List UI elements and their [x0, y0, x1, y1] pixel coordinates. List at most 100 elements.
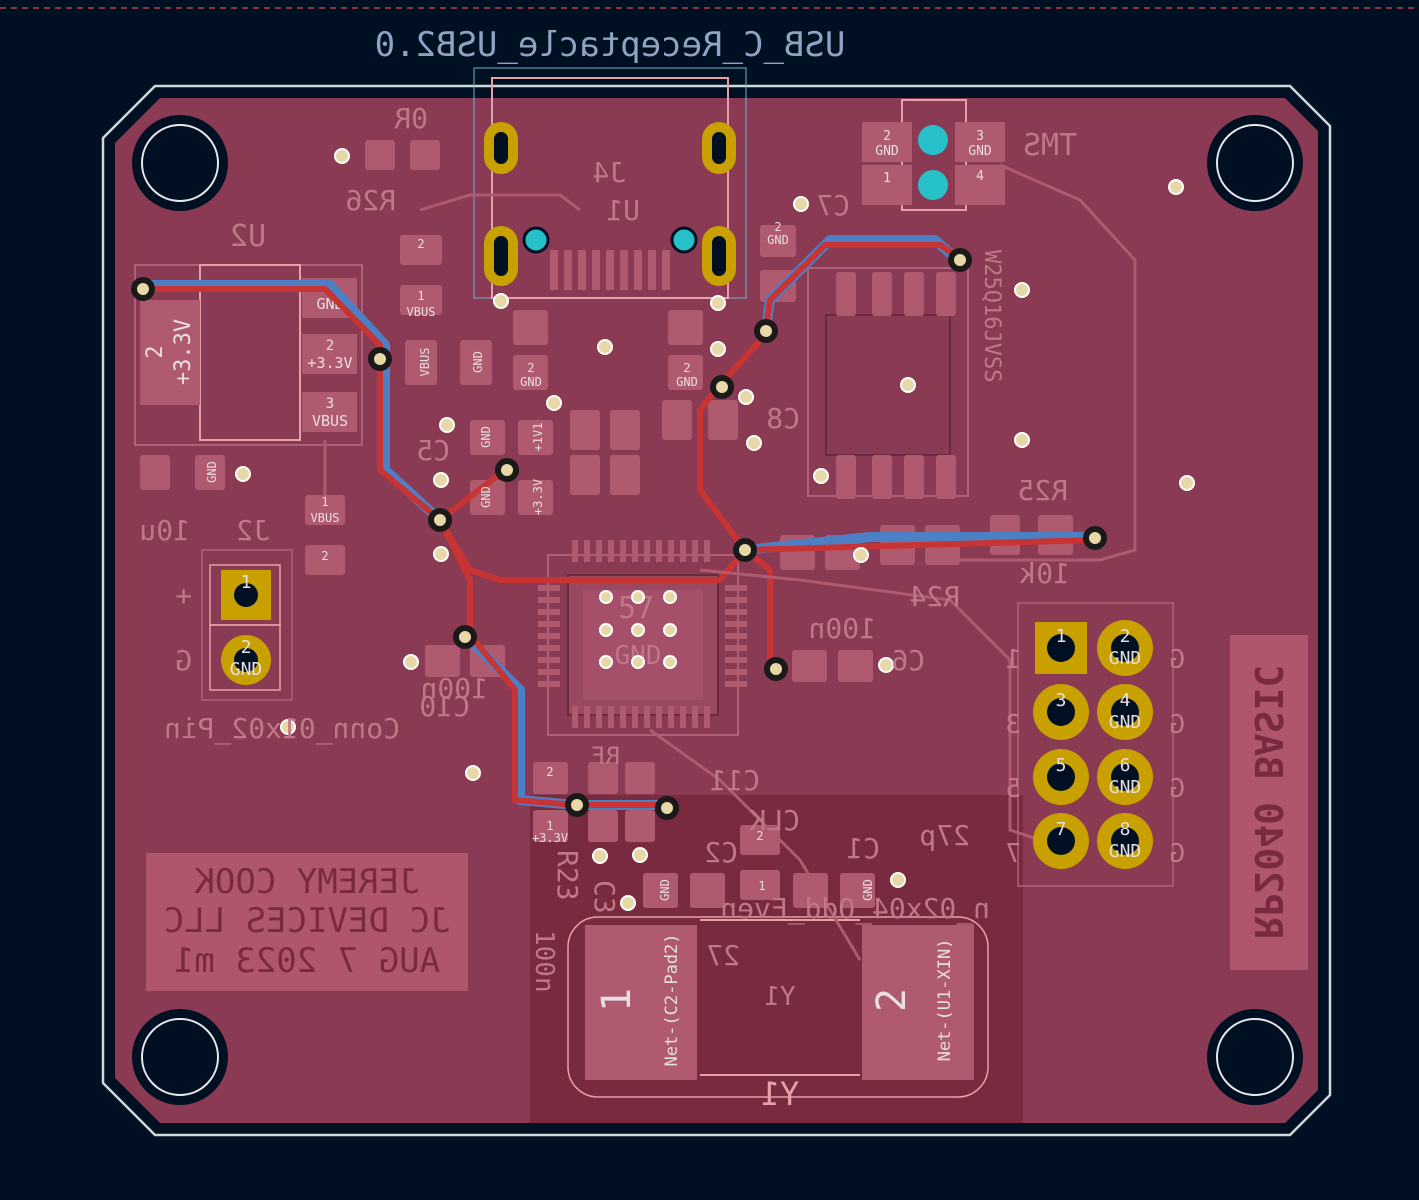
credit-line-2: JC DEVICES LLC [164, 901, 451, 941]
pad-1v1-label: +1V1 [531, 423, 545, 452]
u2-pad-3-num: 3 [326, 396, 334, 412]
svg-text:+: + [175, 579, 192, 612]
j5-pin-6: 6 [1120, 755, 1131, 776]
svg-text:CLK: CLK [749, 804, 800, 837]
u2-label: U2 [230, 219, 266, 254]
swd-pad-3-num: 3 [976, 129, 984, 144]
j5-pin-7: 7 [1056, 819, 1067, 840]
j5-side-g-1: G [1169, 645, 1185, 675]
svg-text:+3.3V: +3.3V [532, 831, 568, 845]
pad-gnd-label-3: GND [479, 486, 493, 508]
flash-chip-value: W25Q16JVSS [979, 250, 1004, 382]
logo-text: RP2040 BASIC [1246, 665, 1290, 940]
j2-pin-2-num: 2 [241, 637, 252, 658]
swd-connector [862, 99, 1005, 211]
j5-side-g-2: G [1169, 710, 1185, 740]
svg-text:U1: U1 [606, 194, 640, 227]
j5-pin-3: 3 [1056, 690, 1067, 711]
logo-box [1230, 635, 1308, 970]
svg-text:VBUS: VBUS [311, 511, 340, 525]
mounting-hole-bottom-left [132, 1009, 228, 1105]
crystal-label: Y1 [761, 1075, 800, 1113]
swd-pad-3-net: GND [968, 144, 992, 159]
svg-text:0R: 0R [394, 102, 428, 135]
u2-pad-2-num: 2 [326, 338, 334, 354]
swd-pad-1-num: 1 [883, 171, 891, 186]
j5-pin-1: 1 [1056, 626, 1067, 647]
credits-box [146, 853, 468, 991]
j5-pin-6-net: GND [1109, 777, 1142, 798]
svg-text:2: 2 [774, 220, 781, 234]
j5-pin-4-net: GND [1109, 712, 1142, 733]
crystal-y1 [567, 916, 989, 1098]
swd-pad-4-num: 4 [976, 169, 984, 184]
j5-side-num-3: 3 [1005, 710, 1021, 740]
pad-gnd-label-2: GND [479, 426, 493, 448]
small-pad-labels: 2 1 VBUS GND 2 GND 2 GND 2 1 VBUS 2 1 +3… [311, 220, 789, 893]
signal-traces [323, 163, 1137, 961]
board-edge-outline [101, 84, 1332, 1137]
pad-gnd-label-5: GND [658, 879, 672, 901]
svg-text:27: 27 [706, 939, 740, 972]
j5-pin-8-net: GND [1109, 841, 1142, 862]
svg-text:J4: J4 [592, 156, 626, 189]
swd-pad-2-num: 2 [883, 129, 891, 144]
swd-pad-2-net: GND [875, 144, 899, 159]
front-copper-tracks [140, 242, 1098, 808]
svg-text:C5: C5 [416, 434, 450, 467]
svg-text:10u: 10u [139, 514, 190, 547]
c3-label: C3 [588, 880, 621, 914]
pad-gnd-label-6: GND [861, 879, 875, 901]
u2-pad-2-net: +3.3V [307, 354, 352, 372]
crystal-pad-1-net: Net-(C2-Pad2) [662, 933, 682, 1066]
svg-text:1: 1 [417, 289, 424, 303]
svg-text:GND: GND [520, 375, 542, 389]
pad-33v-label: +3.3V [531, 479, 545, 515]
svg-text:VBUS: VBUS [407, 305, 436, 319]
svg-text:100n: 100n [421, 672, 488, 705]
svg-text:100n: 100n [809, 612, 876, 645]
credit-line-1: JEREMY COOK [194, 862, 420, 902]
svg-text:2: 2 [321, 549, 328, 563]
j5-side-num-1: 1 [1005, 645, 1021, 675]
svg-text:GND: GND [676, 375, 698, 389]
large-vias [131, 248, 1107, 820]
usb-c-via-right [670, 226, 698, 254]
pad-vbus-label: VBUS [418, 348, 432, 377]
svg-text:C6: C6 [891, 644, 925, 677]
svg-text:C1: C1 [846, 832, 880, 865]
svg-text:n_02x04_Odd_Even: n_02x04_Odd_Even [720, 892, 990, 926]
svg-text:27p: 27p [919, 819, 970, 852]
j5-pin-8: 8 [1120, 819, 1131, 840]
usb-c-shield-pads [484, 122, 736, 286]
credit-line-3: AUG 7 2023 m1 [174, 941, 440, 981]
usb-connector-title: USB_C_Receptacle_USB2.0 [375, 25, 846, 65]
svg-text:Conn_01x02_Pin: Conn_01x02_Pin [164, 712, 400, 746]
power-connector-j2 [201, 549, 293, 701]
mounting-hole-top-left [132, 115, 228, 211]
flash-chip-footprint [807, 267, 969, 499]
svg-text:R25: R25 [1017, 474, 1068, 507]
svg-text:R24: R24 [909, 580, 960, 613]
j5-pin-4: 4 [1120, 690, 1131, 711]
usb-c-body [491, 77, 729, 299]
mounting-hole-top-right [1207, 115, 1303, 211]
j5-side-g-3: G [1169, 774, 1185, 804]
pad-gnd-label-4: GND [205, 461, 219, 483]
svg-text:10k: 10k [1019, 557, 1070, 590]
j5-side-num-5: 5 [1005, 774, 1021, 804]
j5-side-num-7: 7 [1005, 839, 1021, 869]
back-silk-labels: R26 0R J4 U1 C8 C5 R25 10k J2 10u + G Co… [139, 102, 1070, 972]
pad-gnd-label: GND [471, 351, 485, 373]
j5-pin-2-net: GND [1109, 648, 1142, 669]
svg-text:1: 1 [546, 819, 553, 833]
rp2040-pins [538, 540, 747, 728]
pin-header-j5 [1017, 602, 1174, 887]
tms-label: TMS [1023, 128, 1077, 163]
svg-text:R26: R26 [345, 184, 396, 217]
u2-pad-3-net: VBUS [312, 412, 348, 430]
j2-pin-2-net: GND [230, 659, 263, 680]
svg-text:C7: C7 [816, 189, 850, 222]
svg-text:GND: GND [767, 233, 789, 247]
